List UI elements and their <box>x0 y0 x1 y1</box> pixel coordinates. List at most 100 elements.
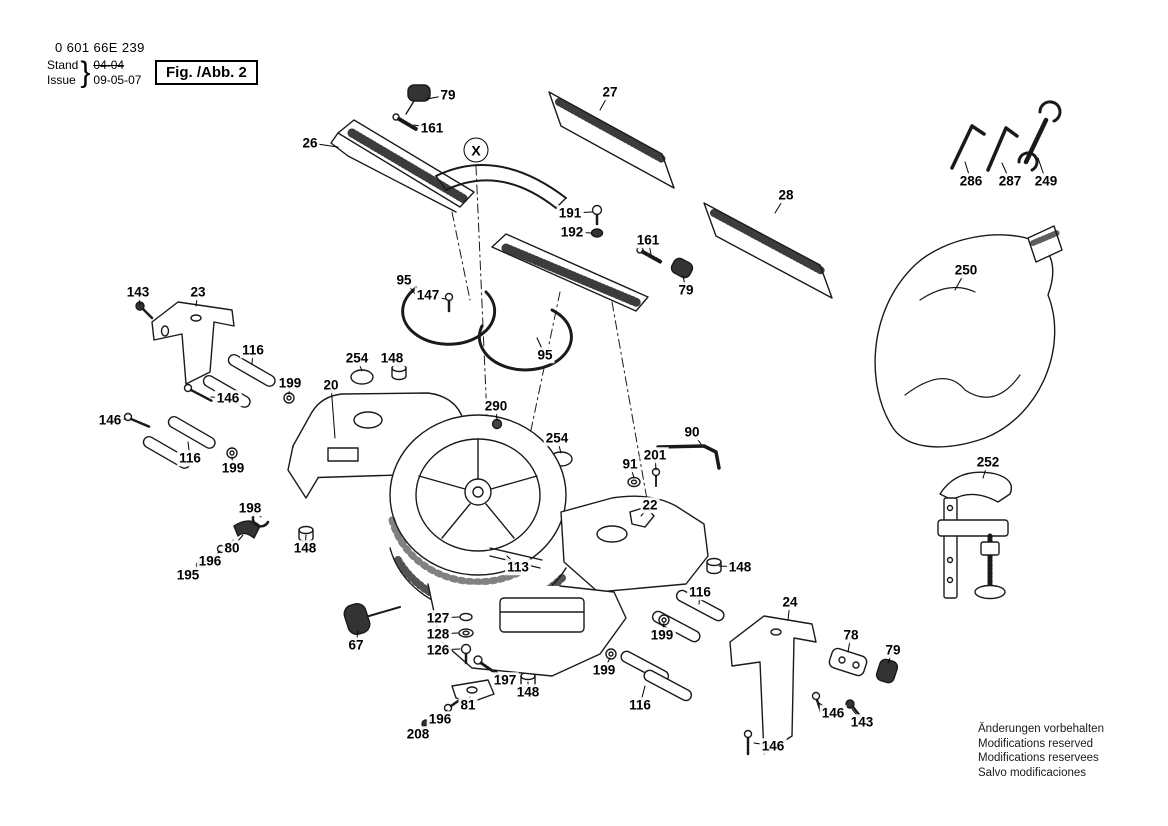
brace-glyph: } <box>80 56 91 89</box>
note-line-es: Salvo modificaciones <box>978 766 1087 779</box>
nut-91 <box>627 476 641 488</box>
dust-bag-250 <box>874 225 1063 448</box>
part-callout-116: 116 <box>240 342 266 358</box>
part-callout-116: 116 <box>627 697 653 713</box>
retaining-ring-95-left <box>401 286 497 346</box>
fence-27 <box>548 91 675 189</box>
part-callout-67: 67 <box>346 637 366 653</box>
part-callout-127: 127 <box>424 610 452 626</box>
part-callout-20: 20 <box>321 377 341 393</box>
screw-201 <box>651 467 661 487</box>
part-callout-192: 192 <box>558 224 586 240</box>
retaining-ring-95-right <box>477 308 573 372</box>
note-line-fr: Modifications reservees <box>978 752 1099 764</box>
part-callout-161: 161 <box>418 120 446 136</box>
part-callout-286: 286 <box>957 173 985 189</box>
part-callout-254: 254 <box>543 430 571 446</box>
plate-78 <box>828 647 868 677</box>
hex-key-287 <box>986 126 1019 172</box>
fence-26 <box>330 119 475 213</box>
plate-81 <box>451 679 495 703</box>
figure-label: Fig. /Abb. 2 <box>155 60 258 85</box>
part-callout-27: 27 <box>600 84 620 100</box>
part-callout-128: 128 <box>424 626 452 642</box>
part-callout-148: 148 <box>726 559 754 575</box>
part-callout-148: 148 <box>378 350 406 366</box>
part-callout-23: 23 <box>188 284 208 300</box>
note-line-de: Änderungen vorbehalten <box>978 723 1104 735</box>
clamp-knob-79-top <box>405 84 431 115</box>
part-callout-116: 116 <box>687 584 713 600</box>
ruler-fence <box>491 233 649 312</box>
screw-161-top <box>392 113 418 131</box>
part-callout-146: 146 <box>96 412 124 428</box>
right-wing <box>560 495 709 593</box>
washer-128 <box>458 628 474 638</box>
fence-28 <box>703 202 833 299</box>
lever-80 <box>233 520 261 539</box>
part-callout-148: 148 <box>291 540 319 556</box>
work-clamp-252 <box>937 471 1013 600</box>
clamp-knob-79-right <box>670 257 694 279</box>
part-callout-146: 146 <box>819 705 847 721</box>
part-callout-290: 290 <box>482 398 510 414</box>
note-line-en: Modifications reserved <box>978 737 1094 750</box>
part-callout-191: 191 <box>556 205 584 221</box>
part-callout-116: 116 <box>177 450 203 466</box>
part-callout-24: 24 <box>780 594 800 610</box>
part-callout-79: 79 <box>438 87 458 103</box>
part-callout-90: 90 <box>682 424 702 440</box>
superseded-date: 04-04 <box>93 58 125 72</box>
part-callout-196: 196 <box>426 711 454 727</box>
part-callout-26: 26 <box>300 135 320 151</box>
legal-notes: Änderungen vorbehalten Modifications res… <box>978 722 1104 780</box>
issue-block: Stand Issue } 04-04 09-05-07 <box>47 56 145 90</box>
document-number: 0 601 66E 239 <box>55 40 145 55</box>
detail-marker-x: X <box>463 137 489 163</box>
wrench-249 <box>1017 100 1062 172</box>
part-callout-80: 80 <box>222 540 242 556</box>
part-callout-91: 91 <box>620 456 640 472</box>
part-callout-161: 161 <box>634 232 662 248</box>
part-callout-81: 81 <box>458 697 478 713</box>
part-callout-199: 199 <box>648 627 676 643</box>
part-callout-148: 148 <box>514 684 542 700</box>
turntable <box>388 414 567 586</box>
part-callout-147: 147 <box>414 287 442 303</box>
part-callout-95: 95 <box>535 347 555 363</box>
part-callout-250: 250 <box>952 262 980 278</box>
part-callout-143: 143 <box>124 284 152 300</box>
part-callout-28: 28 <box>776 187 796 203</box>
washer-127 <box>459 612 473 622</box>
part-callout-252: 252 <box>974 454 1002 470</box>
part-callout-249: 249 <box>1032 173 1060 189</box>
part-callout-195: 195 <box>174 567 202 583</box>
ball-290 <box>491 418 503 430</box>
lock-knob-67 <box>343 602 401 636</box>
part-callout-78: 78 <box>841 627 861 643</box>
seal-254-left <box>350 369 374 385</box>
part-callout-197: 197 <box>491 672 519 688</box>
part-callout-79: 79 <box>676 282 696 298</box>
stand-label: Stand <box>47 58 79 72</box>
bracket-23 <box>151 301 235 385</box>
bracket-24 <box>729 615 817 755</box>
part-callout-199: 199 <box>590 662 618 678</box>
part-callout-79: 79 <box>883 642 903 658</box>
issue-label: Issue <box>47 73 76 87</box>
screw-147 <box>444 292 454 313</box>
depth-rod-90 <box>656 444 721 470</box>
part-callout-126: 126 <box>424 642 452 658</box>
bushing-148-a <box>391 363 407 381</box>
part-callout-201: 201 <box>641 447 669 463</box>
part-callout-113: 113 <box>505 559 531 575</box>
bushing-148-c <box>706 557 722 575</box>
part-callout-22: 22 <box>640 497 660 513</box>
part-callout-198: 198 <box>236 500 264 516</box>
part-callout-143: 143 <box>848 714 876 730</box>
screw-126 <box>460 643 472 665</box>
part-callout-199: 199 <box>276 375 304 391</box>
